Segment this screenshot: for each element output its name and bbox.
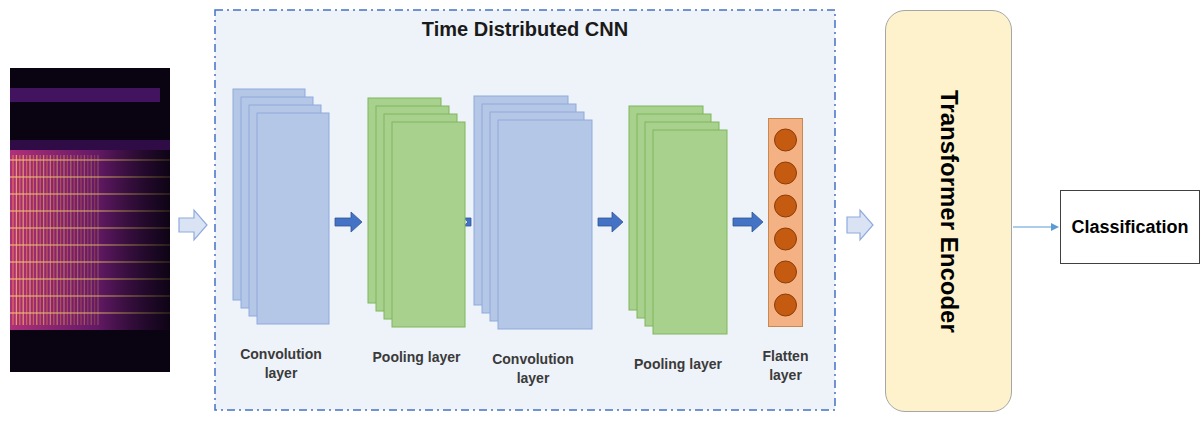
feature-map (257, 113, 329, 324)
layer-label: Flatten layer (755, 347, 817, 385)
neuron (775, 228, 797, 250)
flow-arrow (598, 212, 623, 232)
feature-map (498, 120, 592, 329)
input-arrow (179, 210, 207, 240)
feature-map (653, 130, 727, 334)
neuron (775, 162, 797, 184)
pooling-stack: Pooling layer (628, 105, 728, 335)
flatten-layer: Flatten layer (768, 118, 803, 327)
block-label: Transformer Encoder (935, 90, 963, 333)
flatten-bar (769, 119, 803, 327)
neuron (775, 294, 797, 316)
group-title: Time Distributed CNN (215, 18, 835, 41)
layer-label: Convolution layer (487, 350, 579, 388)
feature-maps (473, 95, 593, 330)
neuron (775, 195, 797, 217)
convolution-stack: Convolution layer (473, 95, 593, 330)
neuron (775, 129, 797, 151)
class-box: Classification (1060, 190, 1200, 264)
flow-arrow (733, 212, 763, 232)
group-outline (215, 10, 835, 410)
output-label: Classification (1071, 217, 1188, 238)
flow-arrow (847, 210, 873, 240)
convolution-stack: Convolution layer (232, 88, 330, 325)
neuron (775, 261, 797, 283)
spectrogram (10, 68, 170, 372)
transformer-box: Transformer Encoder (885, 10, 1012, 412)
feature-maps (232, 88, 330, 325)
feature-maps (367, 97, 466, 328)
layer-label: Pooling layer (371, 348, 463, 367)
feature-maps (628, 105, 728, 335)
flow-arrow (1013, 223, 1059, 231)
cnn-group: Time Distributed CNNConvolution layerPoo… (215, 10, 835, 410)
flatten-vector (768, 118, 803, 327)
layer-label: Convolution layer (235, 345, 327, 383)
flow-arrow (335, 212, 362, 232)
feature-map (392, 122, 465, 327)
pooling-stack: Pooling layer (367, 97, 466, 328)
layer-label: Pooling layer (632, 355, 724, 374)
